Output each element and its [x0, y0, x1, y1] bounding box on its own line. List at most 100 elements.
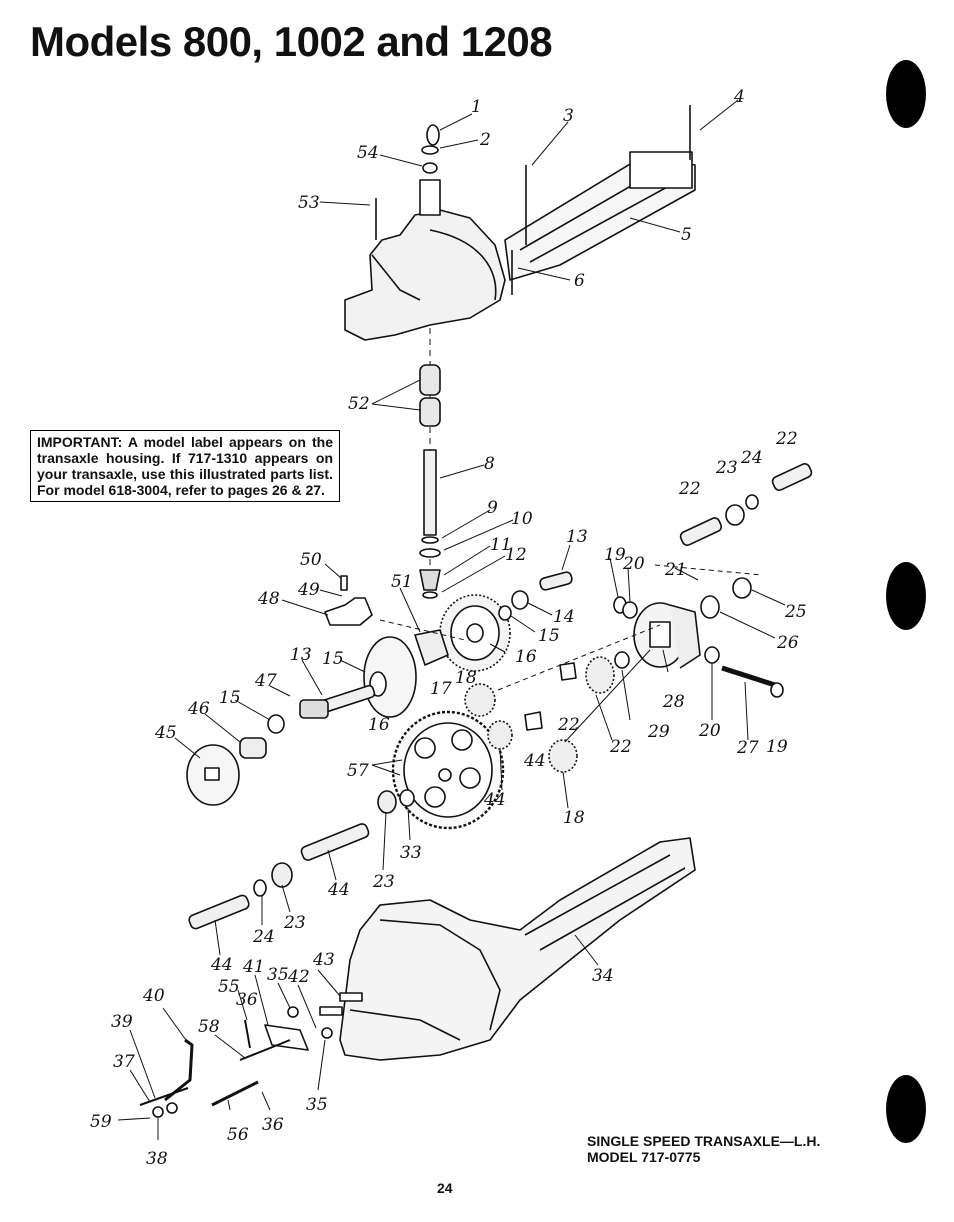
bearing-14 — [511, 590, 529, 610]
gear-15 — [299, 699, 329, 719]
callout-label: 59 — [90, 1112, 112, 1132]
callout-label: 28 — [662, 692, 685, 712]
callout-label: 29 — [647, 722, 670, 742]
callout-label: 11 — [490, 535, 512, 555]
callout-label: 8 — [484, 454, 495, 474]
callout-label: 45 — [154, 723, 177, 743]
callout-label: 5 — [681, 225, 692, 245]
callout-label: 44 — [327, 880, 350, 900]
pin-55 — [244, 1019, 251, 1049]
pin-39 — [139, 1087, 189, 1106]
binder-hole-bottom — [886, 1075, 926, 1143]
bearing-25 — [732, 577, 752, 599]
callout-label: 15 — [538, 626, 560, 646]
callout-label: 2 — [479, 130, 491, 150]
callout-label: 22 — [775, 429, 798, 449]
callout-label: 16 — [515, 647, 537, 667]
callout-label: 10 — [511, 509, 533, 529]
lower-housing-34 — [339, 837, 696, 1061]
axle-22-inner — [679, 517, 723, 546]
callout-label: 1 — [471, 97, 482, 117]
callout-label: 20 — [622, 554, 645, 574]
ring-24-right — [745, 494, 759, 510]
gear-18-lower — [548, 739, 578, 773]
callout-label: 12 — [505, 545, 527, 565]
washer-19-right — [770, 682, 784, 698]
callout-label: 19 — [604, 545, 626, 565]
key-1 — [426, 124, 440, 146]
upper-housing — [344, 179, 506, 341]
callout-label: 24 — [740, 448, 763, 468]
washer-35-lower — [321, 1027, 333, 1039]
callout-label: 46 — [187, 699, 210, 719]
callout-label: 37 — [113, 1052, 135, 1072]
callout-label: 36 — [262, 1115, 284, 1135]
callout-label: 17 — [430, 679, 452, 699]
pad-43-lower — [319, 1006, 343, 1016]
differential-case-28 — [633, 602, 701, 669]
bevel-gear-16 — [439, 594, 511, 672]
callout-label: 57 — [347, 761, 369, 781]
washer-9 — [421, 536, 439, 544]
callout-label: 23 — [715, 458, 738, 478]
callout-label: 55 — [218, 977, 240, 997]
bushing-23-lower — [377, 790, 397, 814]
caption-model: MODEL 717-0775 — [587, 1149, 701, 1165]
upper-axle-tube — [504, 151, 696, 281]
pulley-45 — [186, 744, 240, 806]
bushing-23-right — [725, 504, 745, 526]
callout-label: 49 — [297, 580, 320, 600]
washer-26 — [700, 595, 720, 619]
caption-title: SINGLE SPEED TRANSAXLE—L.H. — [587, 1133, 821, 1149]
washer-15-upper — [498, 605, 512, 621]
gear-18-upper — [464, 683, 496, 717]
washer-29 — [614, 651, 630, 669]
callout-label: 16 — [368, 715, 390, 735]
spring-50 — [340, 575, 348, 591]
input-shaft-8 — [423, 449, 437, 536]
callout-label: 42 — [287, 967, 310, 987]
callout-label: 26 — [776, 633, 799, 653]
bushing-46 — [239, 737, 267, 759]
page-title: Models 800, 1002 and 1208 — [30, 18, 553, 65]
washer-10 — [419, 548, 441, 558]
callout-label: 35 — [267, 965, 289, 985]
callout-label: 56 — [227, 1125, 249, 1145]
callout-label: 48 — [257, 589, 280, 609]
axle-22-right — [771, 463, 813, 491]
callout-label: 47 — [254, 671, 277, 691]
collar-17-upper — [414, 629, 449, 666]
callout-label: 22 — [557, 715, 580, 735]
callout-label: 23 — [372, 872, 395, 892]
callout-label: 15 — [219, 688, 241, 708]
washer-15-left — [267, 714, 285, 734]
diagram-caption: SINGLE SPEED TRANSAXLE—L.H. MODEL 717-07… — [587, 1133, 820, 1165]
large-gear-57 — [391, 710, 505, 830]
important-notice: IMPORTANT: A model label appears on the … — [30, 430, 340, 502]
washer-20-left — [622, 601, 638, 619]
callout-label: 53 — [298, 193, 320, 213]
callout-label: 15 — [322, 649, 344, 669]
callout-label: 27 — [736, 738, 759, 758]
lever-40 — [164, 1038, 194, 1102]
callout-label: 3 — [563, 106, 574, 126]
callout-label: 4 — [733, 87, 745, 107]
nut-44 — [524, 711, 543, 731]
washer-37 — [166, 1102, 178, 1114]
callout-label: 13 — [290, 645, 312, 665]
callout-label: 23 — [283, 913, 306, 933]
callout-label: 6 — [574, 271, 585, 291]
binder-hole-top — [886, 60, 926, 128]
caliper-41 — [264, 1024, 309, 1051]
callout-label: 35 — [306, 1095, 328, 1115]
callout-label: 43 — [312, 950, 335, 970]
callout-label: 36 — [236, 990, 258, 1010]
washer-20 — [704, 646, 720, 664]
gear-44-small — [487, 720, 513, 750]
nut-38 — [152, 1106, 164, 1118]
bushing-52-upper — [419, 364, 441, 396]
pad-43-upper — [339, 992, 363, 1002]
callout-labels: 1 2 54 53 3 4 5 6 52 8 9 10 11 12 13 14 … — [90, 87, 807, 1169]
callout-label: 44 — [210, 955, 233, 975]
